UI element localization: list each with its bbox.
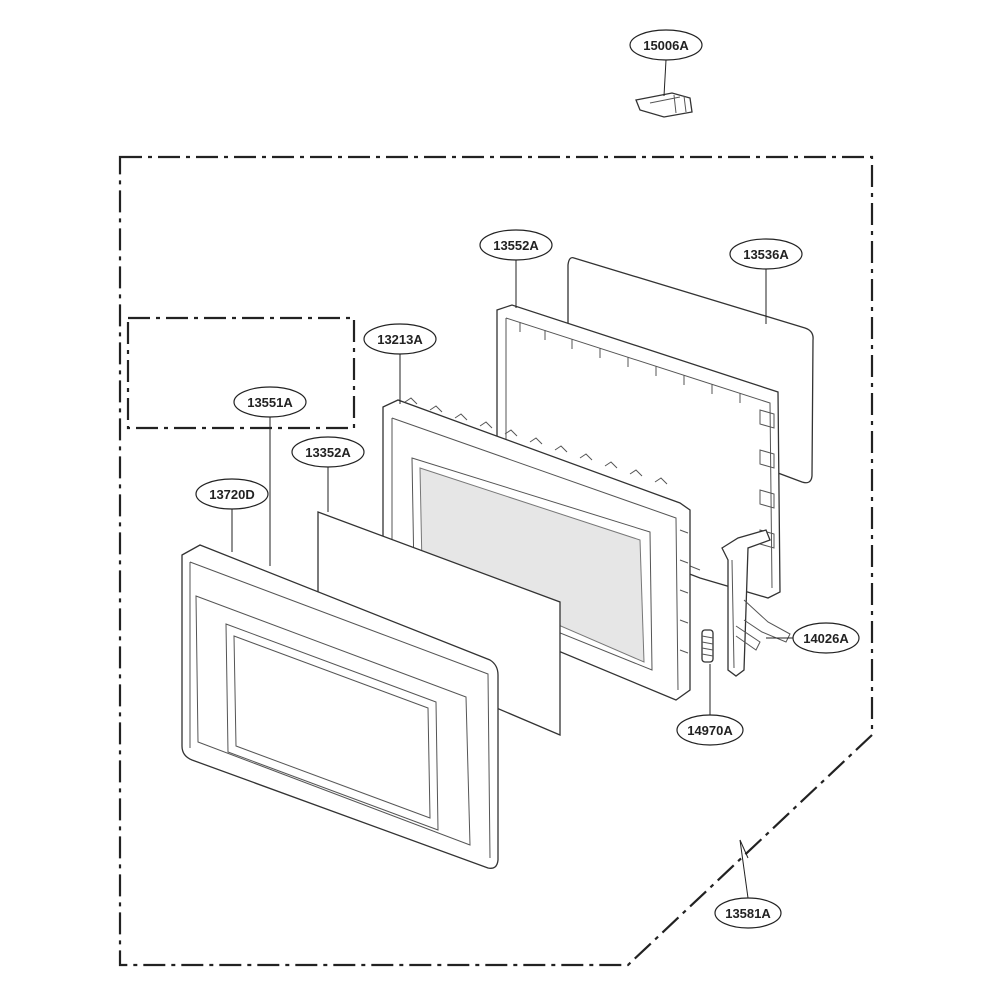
callout-15006A: 15006A bbox=[629, 29, 703, 61]
callout-label: 13213A bbox=[377, 332, 423, 347]
callout-14026A: 14026A bbox=[792, 622, 860, 654]
callout-13552A: 13552A bbox=[479, 229, 553, 261]
callout-13352A: 13352A bbox=[291, 436, 365, 468]
callout-14970A: 14970A bbox=[676, 714, 744, 746]
leader-lines bbox=[231, 59, 794, 899]
callout-label: 13720D bbox=[209, 487, 255, 502]
callout-label: 14026A bbox=[803, 631, 849, 646]
callout-label: 13536A bbox=[743, 247, 789, 262]
callout-label: 13581A bbox=[725, 906, 771, 921]
door-front-part bbox=[181, 544, 499, 869]
sub-assembly-boundary bbox=[126, 316, 356, 430]
assembly-boundary bbox=[118, 155, 874, 967]
callout-13581A: 13581A bbox=[714, 897, 782, 929]
callout-13551A: 13551A bbox=[233, 386, 307, 418]
callout-13536A: 13536A bbox=[729, 238, 803, 270]
latch-spring-part bbox=[701, 629, 714, 663]
callout-13213A: 13213A bbox=[363, 323, 437, 355]
door-panel-glass bbox=[419, 467, 645, 663]
callout-label: 13551A bbox=[247, 395, 293, 410]
callout-label: 14970A bbox=[687, 723, 733, 738]
callout-13720D: 13720D bbox=[195, 478, 269, 510]
latch-hook-part bbox=[635, 92, 693, 118]
callout-label: 13352A bbox=[305, 445, 351, 460]
callout-label: 13552A bbox=[493, 238, 539, 253]
callout-label: 15006A bbox=[643, 38, 689, 53]
